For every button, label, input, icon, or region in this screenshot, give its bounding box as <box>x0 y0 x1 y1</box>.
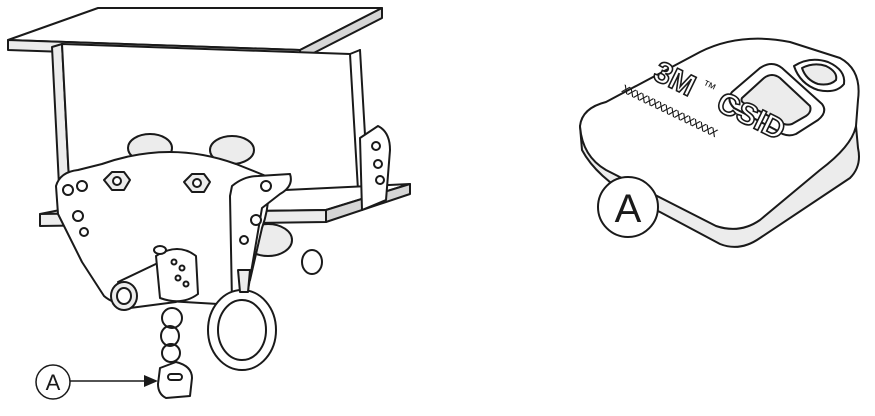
callout-right-circle <box>597 176 659 238</box>
tag-chain <box>160 307 183 363</box>
tag-brand-trademark: ™ <box>699 76 719 97</box>
anchor-ring <box>207 269 277 371</box>
callout-left-circle <box>35 364 71 400</box>
tag-slot-inner <box>740 74 812 126</box>
beam-trolley-illustration <box>7 7 411 399</box>
small-csid-tag <box>157 361 193 399</box>
callout-right: A <box>597 176 659 238</box>
csid-tag-enlarged <box>579 37 860 248</box>
callout-left: A <box>35 364 158 400</box>
axle-drum <box>110 245 199 311</box>
callout-left-label: A <box>46 370 61 395</box>
trolley-front-plate <box>55 151 270 306</box>
trolley-rear-plate <box>359 125 391 211</box>
callout-right-label: A <box>615 187 642 231</box>
hex-nuts <box>103 171 211 193</box>
callout-left-arrowhead <box>144 375 158 387</box>
tag-hole-inner <box>801 63 838 86</box>
